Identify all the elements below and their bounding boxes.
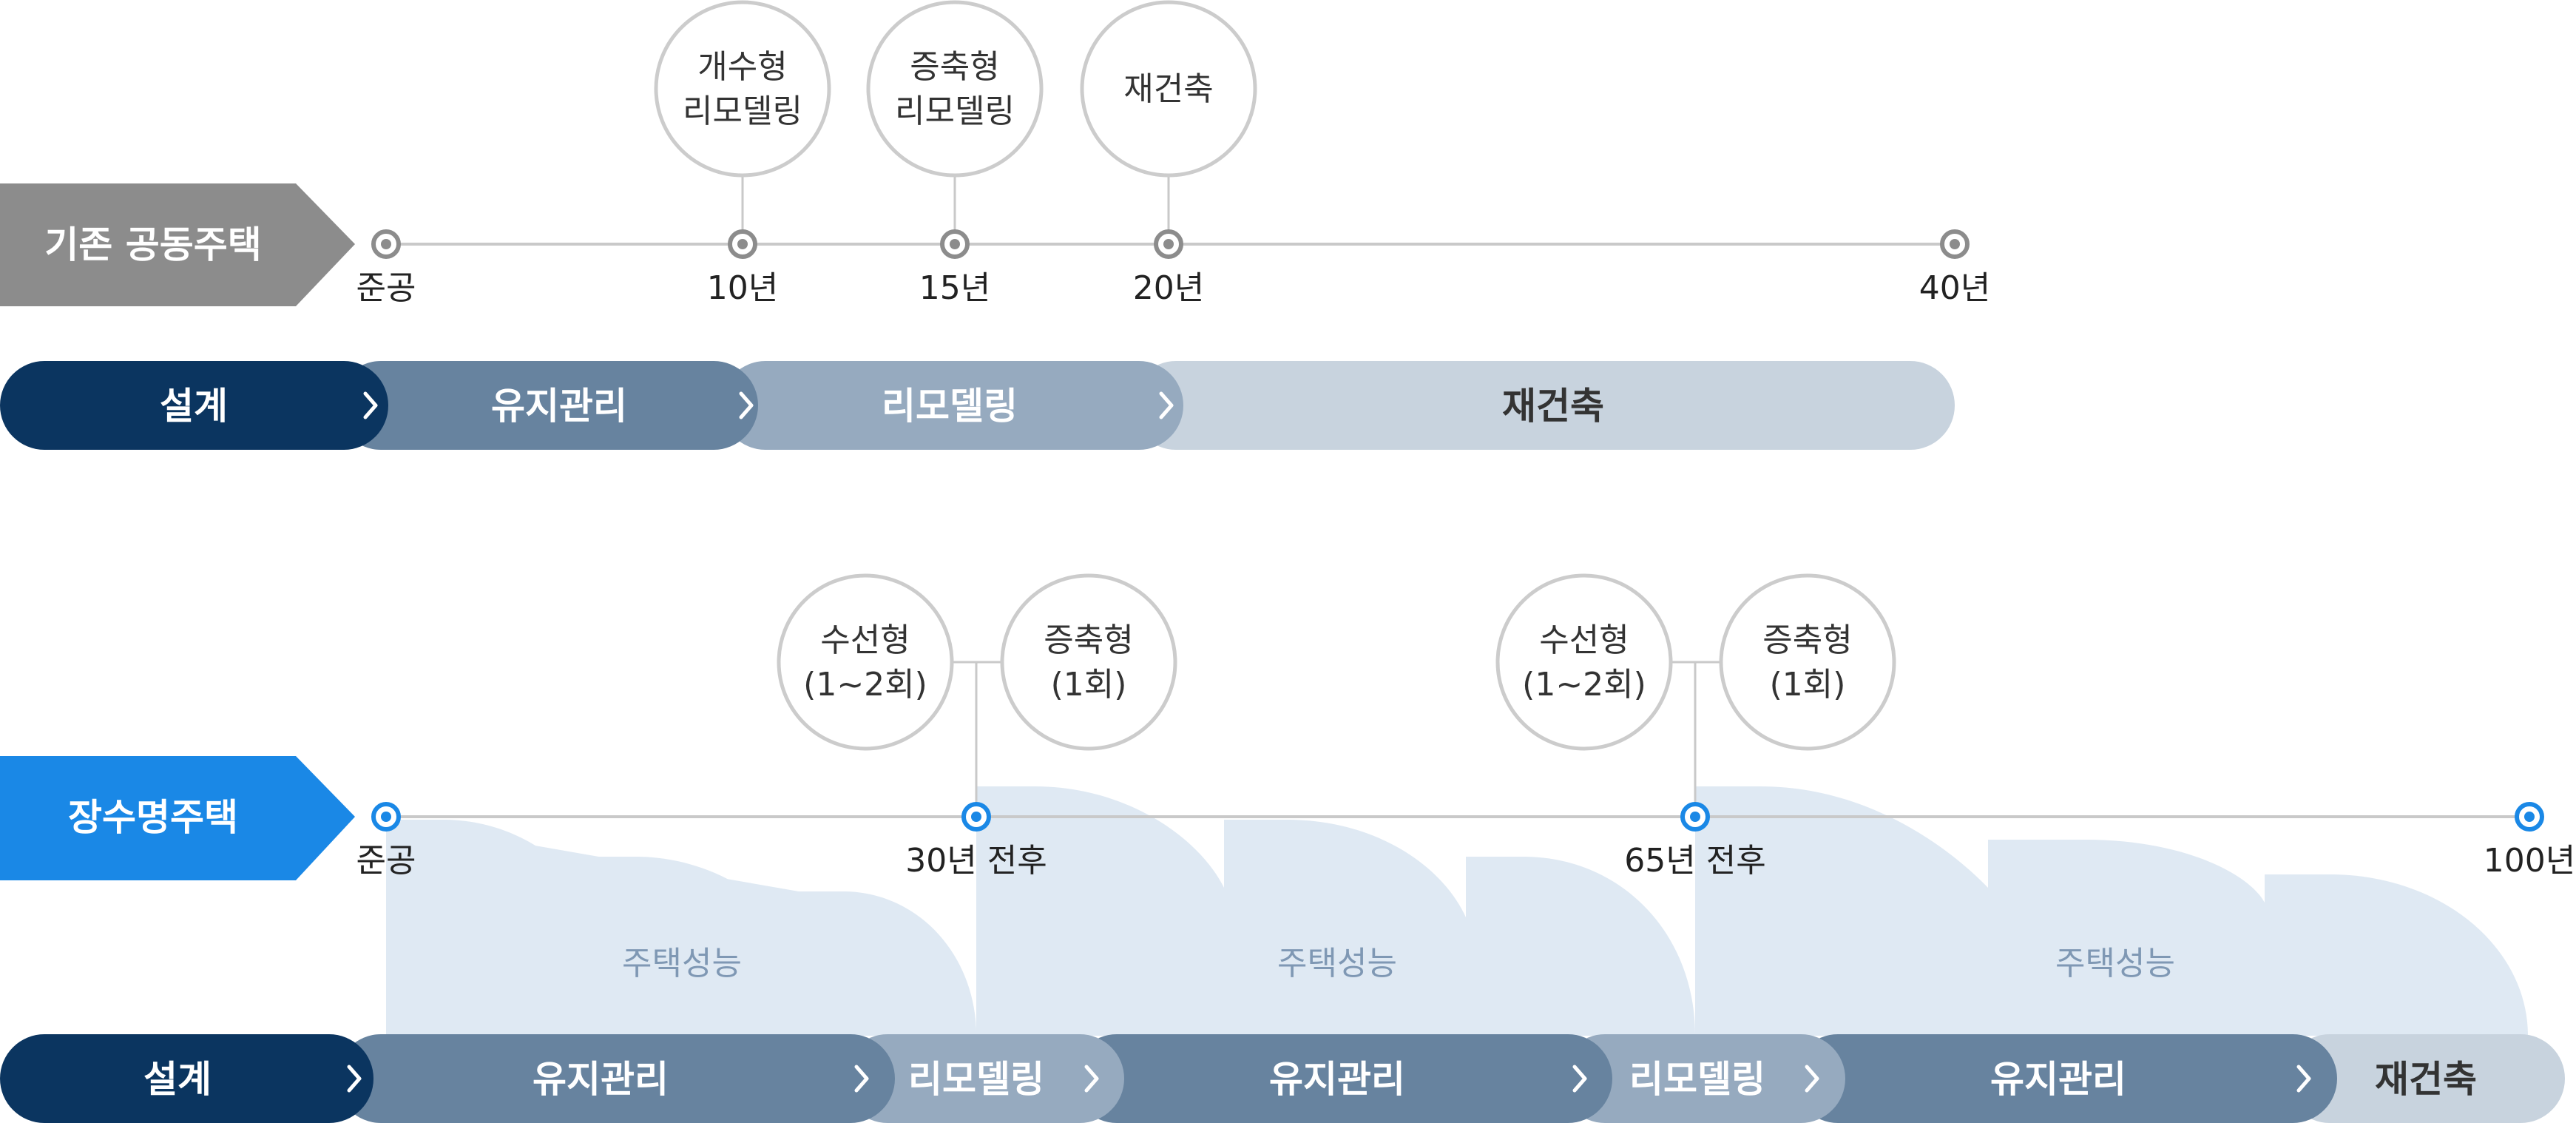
longlife-header-label: 장수명주택 <box>68 796 238 839</box>
longlife-header-shape <box>0 756 355 880</box>
performance-area: 주택성능 주택성능 주택성능 <box>386 786 2528 1036</box>
chevron-right-icon <box>347 1065 362 1093</box>
performance-step <box>1224 820 1466 1036</box>
longlife-bubble-connector <box>951 661 1002 817</box>
existing-marker: 10년 <box>707 229 778 307</box>
phase-label: 유지관리 <box>1269 1058 1405 1101</box>
existing-marker-label: 15년 <box>919 269 990 307</box>
chevron-right-icon <box>1572 1065 1587 1093</box>
longlife-phase-rebuild <box>2285 1034 2565 1123</box>
longlife-bubble: 수선형 (1~2회) <box>1495 573 1673 751</box>
performance-step <box>1988 840 2265 1036</box>
longlife-bubble-connector <box>1671 661 1721 817</box>
phase-label: 유지관리 <box>1990 1058 2126 1101</box>
existing-phase-rebuild <box>1132 361 1955 450</box>
existing-marker: 40년 <box>1919 229 1990 307</box>
chevron-right-icon <box>854 1065 869 1093</box>
existing-header-label: 기존 공동주택 <box>44 223 261 266</box>
longlife-bubble: 증축형 (1회) <box>1719 573 1896 751</box>
performance-step <box>592 857 800 1036</box>
longlife-phase-remodeling <box>843 1034 1124 1123</box>
chevron-right-icon <box>1159 391 1174 419</box>
existing-phase-design <box>0 361 388 450</box>
performance-step <box>1466 857 1695 1036</box>
bubble-line: 리모델링 <box>683 92 802 130</box>
bubble-line: 증축형 <box>910 48 999 86</box>
longlife-marker-label: 준공 <box>356 842 416 880</box>
longlife-phase-maintenance <box>1794 1034 2337 1123</box>
bubble-line: 증축형 <box>1762 621 1852 659</box>
longlife-phase-maintenance <box>337 1034 895 1123</box>
phase-label: 재건축 <box>2375 1058 2477 1101</box>
longlife-marker-label: 100년 <box>2484 842 2575 880</box>
phase-label: 리모델링 <box>882 385 1018 428</box>
existing-bubble: 개수형 리모델링 <box>654 0 831 178</box>
performance-label: 주택성능 <box>622 945 742 982</box>
phase-label: 리모델링 <box>1629 1058 1765 1101</box>
chevron-right-icon <box>2296 1065 2311 1093</box>
longlife-marker: 65년 전후 <box>1624 802 1766 880</box>
bubble-line: (1~2회) <box>803 666 927 704</box>
longlife-bubble: 수선형 (1~2회) <box>777 573 954 751</box>
longlife-bubble: 증축형 (1회) <box>1000 573 1177 751</box>
longlife-phase-remodeling <box>1561 1034 1845 1123</box>
performance-label: 주택성능 <box>2055 945 2175 982</box>
performance-step <box>976 786 1224 1036</box>
existing-marker: 20년 <box>1133 229 1204 307</box>
performance-step <box>800 891 976 1036</box>
bubble-line: 수선형 <box>1539 621 1629 659</box>
existing-marker-label: 40년 <box>1919 269 1990 307</box>
phase-label: 재건축 <box>1502 385 1604 428</box>
longlife-marker-label: 30년 전후 <box>905 842 1047 880</box>
longlife-header: 장수명주택 <box>0 756 355 880</box>
bubble-line: 재건축 <box>1123 70 1213 108</box>
longlife-section: 주택성능 주택성능 주택성능 수선형 (1~2회) 증축형 (1회) 수 <box>0 573 2575 1123</box>
longlife-marker: 100년 <box>2484 802 2575 880</box>
longlife-phase-maintenance <box>1072 1034 1612 1123</box>
phase-label: 설계 <box>143 1058 212 1101</box>
chevron-right-icon <box>1084 1065 1099 1093</box>
longlife-marker: 준공 <box>356 802 416 880</box>
longlife-marker-label: 65년 전후 <box>1624 842 1765 880</box>
bubble-line: 증축형 <box>1044 621 1133 659</box>
existing-phase-remodeling <box>721 361 1183 450</box>
chevron-right-icon <box>363 391 378 419</box>
bubble-line: (1~2회) <box>1522 666 1646 704</box>
existing-phase-bar: 설계 유지관리 리모델링 재건축 <box>0 361 1955 450</box>
existing-marker: 준공 <box>356 229 416 307</box>
performance-step <box>1695 786 1988 1036</box>
chevron-right-icon <box>1805 1065 1819 1093</box>
existing-marker-label: 20년 <box>1133 269 1204 307</box>
bubble-line: (1회) <box>1770 666 1846 704</box>
existing-header: 기존 공동주택 <box>0 183 355 306</box>
performance-label: 주택성능 <box>1277 945 1397 982</box>
chevron-right-icon <box>739 391 754 419</box>
bubble-line: 수선형 <box>820 621 910 659</box>
bubble-line: 리모델링 <box>895 92 1015 130</box>
existing-section: 개수형 리모델링 증축형 리모델링 재건축 준공 10년 15년 <box>0 0 1990 450</box>
existing-marker-label: 준공 <box>356 269 416 307</box>
existing-marker: 15년 <box>919 229 990 307</box>
existing-header-shape <box>0 183 355 306</box>
phase-label: 유지관리 <box>491 385 627 428</box>
existing-bubble: 재건축 <box>1080 0 1257 178</box>
longlife-marker: 30년 전후 <box>905 802 1047 880</box>
bubble-line: (1회) <box>1051 666 1127 704</box>
existing-bubble: 증축형 리모델링 <box>866 0 1044 178</box>
phase-label: 리모델링 <box>908 1058 1044 1101</box>
existing-marker-label: 10년 <box>707 269 778 307</box>
performance-step <box>386 820 592 1036</box>
longlife-phase-design <box>0 1034 373 1123</box>
bubble-line: 개수형 <box>697 48 787 86</box>
phase-label: 유지관리 <box>533 1058 669 1101</box>
phase-label: 설계 <box>160 385 228 428</box>
existing-phase-maintenance <box>337 361 758 450</box>
performance-step <box>2265 874 2528 1036</box>
longlife-phase-bar: 설계 유지관리 리모델링 유지관리 리모델링 유지관리 재건축 <box>0 1034 2565 1123</box>
